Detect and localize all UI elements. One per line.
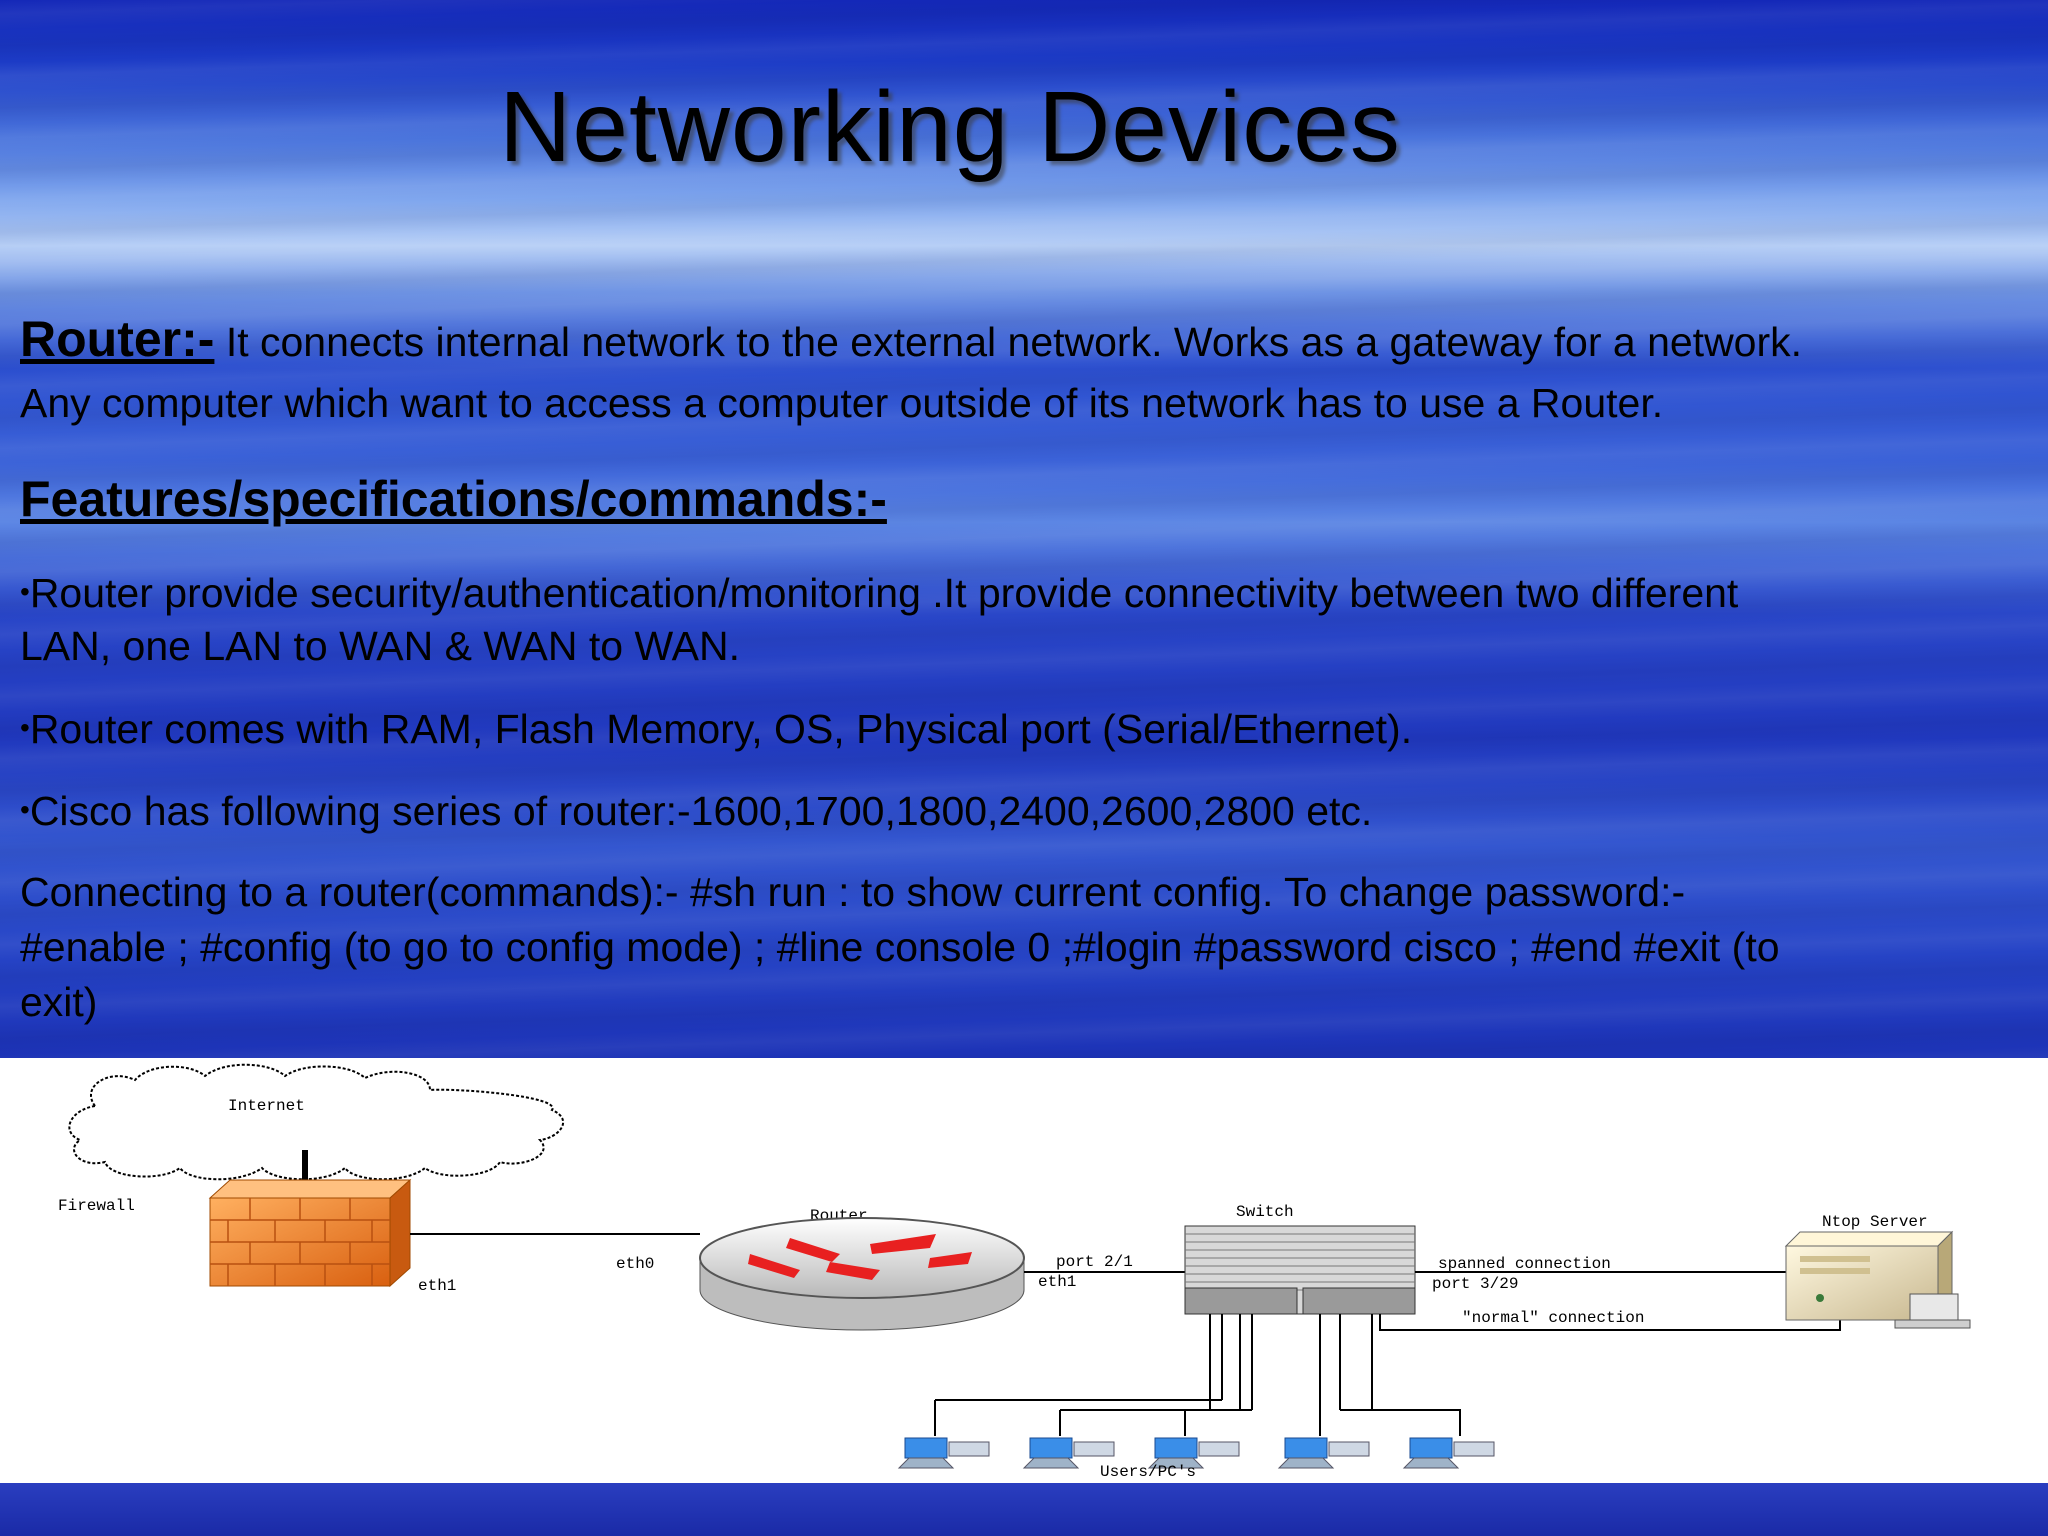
internet-label: Internet: [228, 1097, 305, 1115]
ntop-server-label: Ntop Server: [1822, 1213, 1928, 1231]
bullet-item: •Cisco has following series of router:-1…: [20, 782, 2030, 839]
bullet-item: •Router provide security/authentication/…: [20, 564, 2030, 621]
router-heading: Router:-: [20, 311, 215, 367]
network-diagram: Internet Firewall eth0 eth1 eth0 Router: [0, 1058, 2048, 1483]
internet-cloud-icon: [68, 1063, 565, 1181]
user-links: [934, 1314, 1461, 1436]
normal-connection-label: "normal" connection: [1462, 1309, 1644, 1327]
port-label: port 3/29: [1432, 1275, 1518, 1293]
pc-icon: [1277, 1437, 1370, 1469]
router-eth1-label: eth1: [1038, 1273, 1076, 1291]
router-text-1: It connects internal network to the exte…: [214, 319, 1803, 365]
firewall-eth1-label: eth1: [418, 1277, 456, 1295]
pc-icon: [1022, 1437, 1115, 1469]
users-label: Users/PC's: [1100, 1463, 1196, 1481]
switch-icon: [1184, 1225, 1416, 1315]
features-heading: Features/specifications/commands:-: [20, 471, 887, 527]
bullet-text: Router comes with RAM, Flash Memory, OS,…: [29, 706, 1413, 752]
normal-connection-link: [1379, 1314, 1841, 1331]
bullet-item: •Router comes with RAM, Flash Memory, OS…: [20, 700, 2030, 757]
router-text-2: Any computer which want to access a comp…: [20, 380, 1664, 426]
slide-title: Networking Devices: [499, 71, 1401, 183]
router-port-label: port 2/1: [1056, 1253, 1133, 1271]
bullet-continuation: LAN, one LAN to WAN & WAN to WAN.: [20, 623, 740, 669]
firewall-icon: [208, 1178, 412, 1288]
pc-icon: [1402, 1437, 1495, 1469]
bullet-text: Cisco has following series of router:-16…: [29, 788, 1373, 834]
commands-line-3: exit): [20, 979, 98, 1025]
spanned-connection-label: spanned connection: [1438, 1255, 1611, 1273]
bullet-text: Router provide security/authentication/m…: [29, 570, 1739, 616]
network-diagram-svg: Internet Firewall eth0 eth1 eth0 Router: [58, 1063, 1971, 1481]
router-paragraph: Router:- It connects internal network to…: [20, 312, 2030, 370]
switch-label: Switch: [1236, 1203, 1294, 1221]
pc-icon: [897, 1437, 990, 1469]
router-eth0-label: eth0: [616, 1255, 654, 1273]
server-icon: [1784, 1230, 1971, 1329]
bullet-glyph: •: [20, 794, 30, 825]
firewall-label: Firewall: [58, 1197, 135, 1215]
bullet-glyph: •: [20, 712, 30, 743]
router-icon: [699, 1217, 1025, 1331]
bottom-band: [0, 1483, 2048, 1536]
commands-line-1: Connecting to a router(commands):- #sh r…: [20, 869, 1686, 915]
commands-line-2: #enable ; #config (to go to config mode)…: [20, 924, 1780, 970]
bullet-glyph: •: [20, 576, 30, 607]
pc-icon: [1147, 1437, 1240, 1469]
